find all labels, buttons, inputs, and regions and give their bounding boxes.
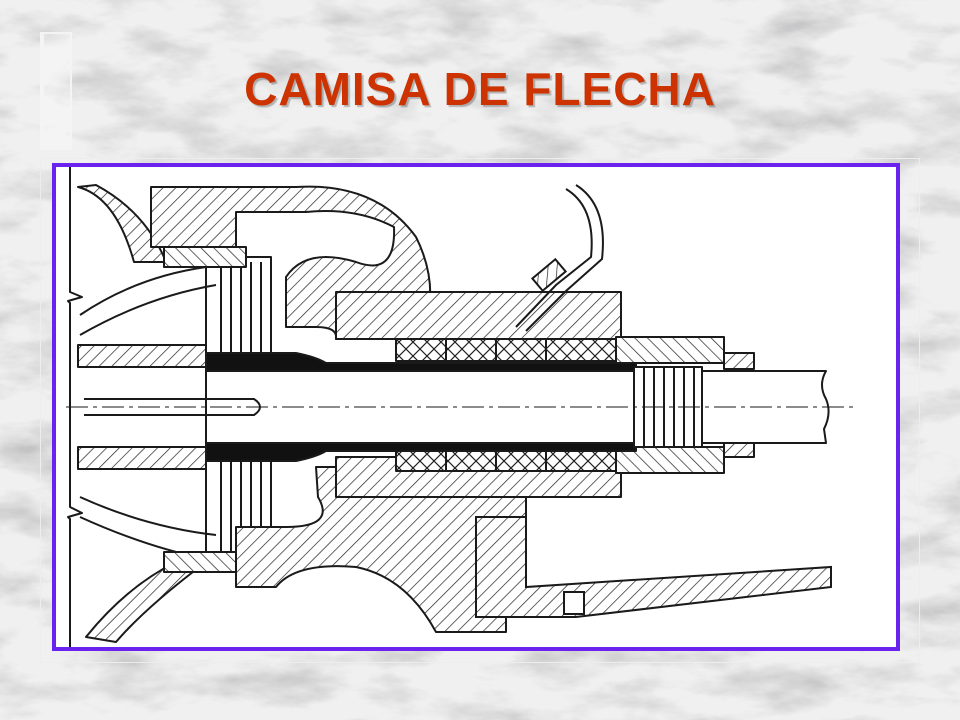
stuffing-box-upper: [335, 291, 622, 340]
impeller-hub-upper: [77, 344, 207, 368]
wear-ring-lower: [163, 551, 247, 573]
packing-upper: [395, 338, 617, 362]
packing-lower: [395, 448, 617, 472]
break-line-left: [67, 167, 83, 647]
shaft-sleeve-drawing: [66, 167, 856, 647]
slide-edge-bar: [40, 32, 72, 150]
bracket-foot: [475, 516, 832, 618]
foot-bolt: [563, 591, 585, 615]
impeller-hub-lower: [77, 446, 207, 470]
gland-upper: [615, 336, 725, 364]
shaft-sleeve-lower: [205, 442, 637, 462]
wear-ring-upper: [163, 246, 247, 268]
lubrication-pipe: [515, 188, 593, 328]
gland-nut-upper: [723, 352, 755, 370]
diagram-frame: [52, 163, 900, 651]
pipe-fitting: [530, 257, 568, 293]
slide-title: CAMISA DE FLECHA: [244, 63, 716, 115]
impeller-vane-lower: [85, 561, 207, 643]
